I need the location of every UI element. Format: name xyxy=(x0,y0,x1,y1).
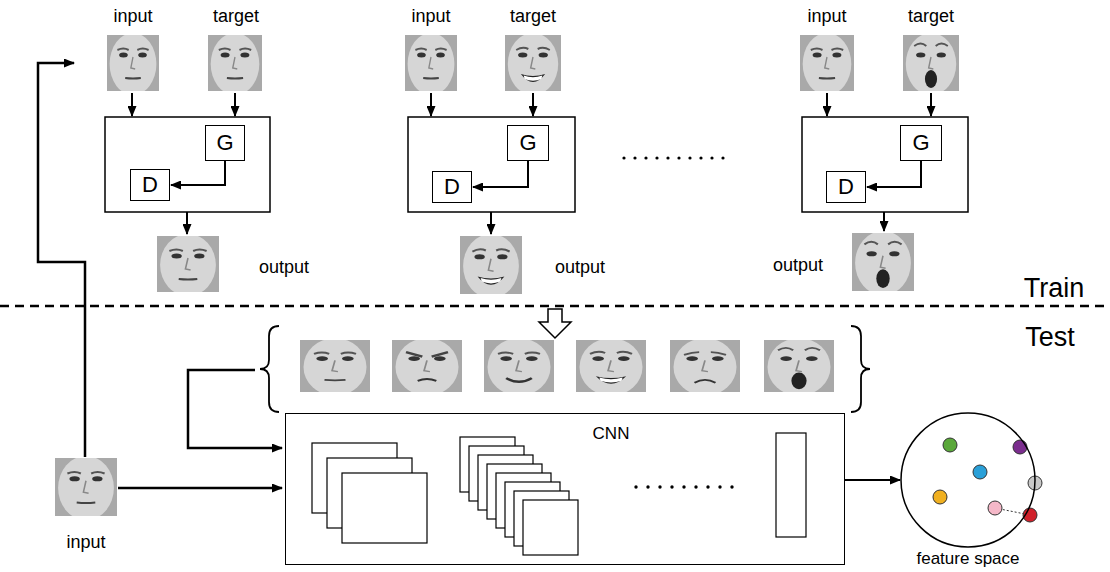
flow-arrow xyxy=(826,93,828,116)
train-label: Train xyxy=(1024,273,1085,304)
output-label: output xyxy=(773,255,823,276)
flow-arrow xyxy=(532,93,534,116)
target-face xyxy=(903,33,959,95)
output-face xyxy=(852,231,914,295)
hollow-arrow xyxy=(539,309,571,338)
generated-face xyxy=(300,338,370,396)
node-text: feature space xyxy=(916,549,1019,569)
input-face xyxy=(107,33,159,95)
input-face xyxy=(55,456,117,520)
output-face xyxy=(157,234,219,296)
gan-box xyxy=(105,117,270,212)
connector-arrow xyxy=(473,161,528,187)
input-face xyxy=(405,33,457,95)
flow-arrow xyxy=(430,93,432,116)
circle-outline xyxy=(900,412,1036,548)
ellipsis-dots xyxy=(634,485,733,488)
input-face xyxy=(800,33,854,95)
cnn-box: CNN xyxy=(285,413,845,565)
conv-stack xyxy=(312,443,427,543)
connector-arrow xyxy=(845,479,900,481)
flow-arrow xyxy=(883,212,885,231)
flow-arrow xyxy=(930,93,932,116)
ellipsis-dots xyxy=(622,156,724,159)
node-text: CNN xyxy=(593,424,630,444)
discriminator-box: D xyxy=(130,169,170,201)
feature-point xyxy=(933,490,947,504)
gan-box xyxy=(408,117,575,212)
node-text: D xyxy=(838,174,854,199)
test-label: Test xyxy=(1025,322,1075,353)
fc-layer xyxy=(776,433,806,537)
node-text: G xyxy=(216,130,233,155)
generated-face xyxy=(670,338,740,396)
feature-point xyxy=(943,438,957,452)
input-label: input xyxy=(411,6,450,27)
divider-line xyxy=(0,305,1110,308)
target-label: target xyxy=(510,6,556,27)
generated-face xyxy=(392,338,462,396)
wire xyxy=(188,370,282,448)
discriminator-box: D xyxy=(826,171,866,203)
target-label: target xyxy=(213,6,259,27)
generator-box: G xyxy=(900,125,942,161)
flow-arrow xyxy=(186,212,188,234)
output-label: output xyxy=(259,257,309,278)
flow-arrow xyxy=(234,93,236,116)
node-text: G xyxy=(912,130,929,155)
node-text: G xyxy=(519,130,536,155)
output-face xyxy=(460,234,522,298)
input-label: input xyxy=(807,6,846,27)
wires xyxy=(38,63,282,488)
target-face xyxy=(505,33,561,95)
output-label: output xyxy=(555,257,605,278)
target-label: target xyxy=(908,6,954,27)
circle-outline xyxy=(901,413,1035,547)
discriminator-box: D xyxy=(432,171,472,203)
feature-points xyxy=(933,438,1042,522)
wire xyxy=(118,487,282,490)
feature-point xyxy=(1013,440,1027,454)
feature-point xyxy=(988,501,1002,515)
node-text: D xyxy=(142,172,158,197)
input-label: input xyxy=(66,532,105,553)
input-label: input xyxy=(113,6,152,27)
connector-arrow xyxy=(171,161,225,185)
brace xyxy=(851,326,870,412)
flow-arrows xyxy=(132,93,931,234)
connector-arrow xyxy=(867,161,921,187)
flow-arrow xyxy=(490,212,492,234)
brace xyxy=(260,326,279,412)
generated-face xyxy=(576,338,646,396)
feature-space-circle: feature space xyxy=(900,412,1036,548)
generator-box: G xyxy=(205,125,245,161)
target-face xyxy=(208,33,262,95)
generated-face xyxy=(484,338,554,396)
generated-face xyxy=(764,338,834,396)
generator-box: G xyxy=(507,125,549,161)
gan-box xyxy=(802,117,968,212)
wire xyxy=(38,63,85,457)
conv-stack xyxy=(460,437,578,555)
feature-point xyxy=(973,465,987,479)
node-text: D xyxy=(444,174,460,199)
flow-arrow xyxy=(131,93,133,116)
